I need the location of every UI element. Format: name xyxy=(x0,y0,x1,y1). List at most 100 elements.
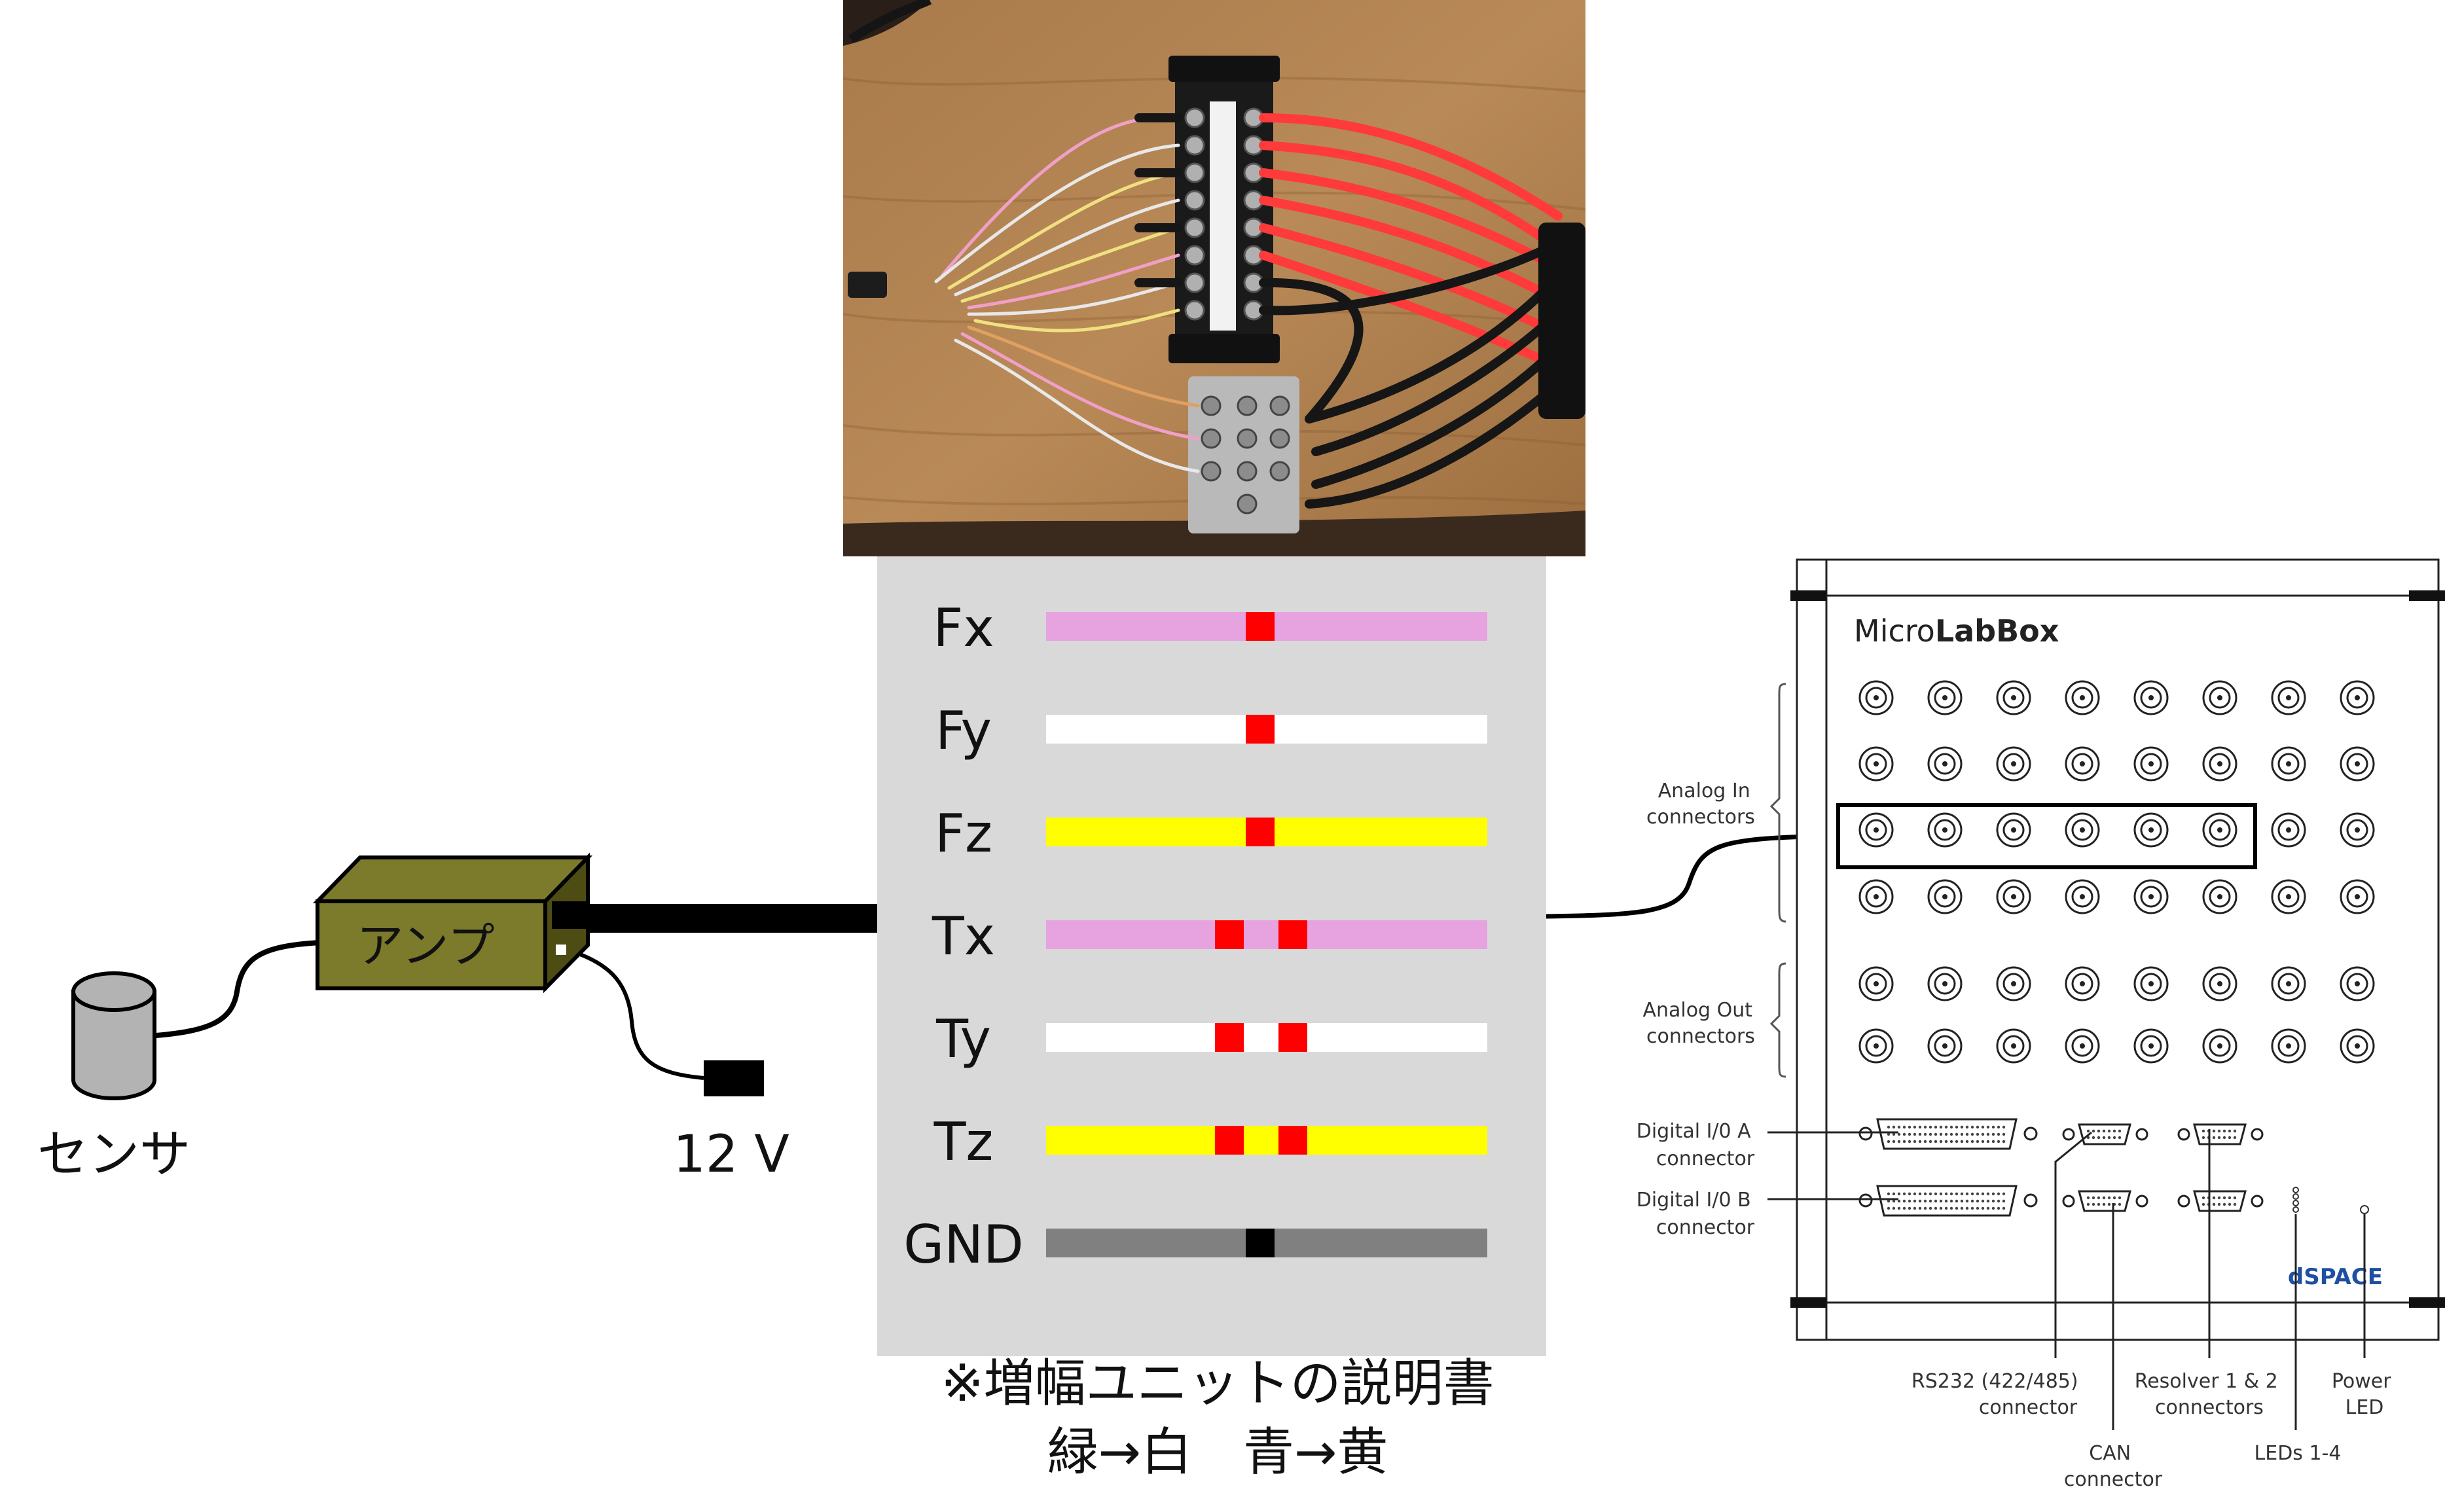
digital-io-connectors xyxy=(1858,1118,2264,1217)
resolver-2-connector xyxy=(2193,1190,2247,1212)
wire-pin-ty-1 xyxy=(1215,1023,1244,1052)
resolver-label: Resolver 1 & 2 connectors xyxy=(2135,1370,2285,1419)
bnc-connector xyxy=(2202,680,2237,715)
bnc-connector xyxy=(2271,746,2306,782)
bnc-connector xyxy=(2340,966,2375,1001)
bnc-connector xyxy=(1927,680,1963,715)
sensor-cylinder-top xyxy=(71,971,156,1012)
digital-io-b-label: Digital I/0 B connector xyxy=(1637,1189,1758,1239)
terminal-block-photo xyxy=(843,0,1585,556)
wire-bar-tx xyxy=(1046,920,1487,949)
black-stub-wires xyxy=(1134,113,1183,287)
label-leader-lines xyxy=(1767,1129,2366,1430)
bnc-connector xyxy=(2340,746,2375,782)
wire-pin-tz-2 xyxy=(1278,1126,1307,1155)
can-connector xyxy=(2078,1190,2131,1212)
bnc-connector xyxy=(1996,812,2031,848)
digital-io-a-connector xyxy=(1876,1118,2018,1150)
bnc-connector xyxy=(2271,966,2306,1001)
power-cable xyxy=(574,950,704,1080)
cable-top xyxy=(848,0,932,43)
analog-in-brace xyxy=(1769,683,1786,923)
digital-io-a-label: Digital I/0 A connector xyxy=(1637,1120,1757,1170)
bnc-connector xyxy=(2065,680,2100,715)
bnc-connector xyxy=(2340,680,2375,715)
bnc-connector xyxy=(2065,966,2100,1001)
panel-to-labbox-cable xyxy=(1546,833,1840,919)
connector-pin-dots xyxy=(1887,1125,2237,1210)
amp-label: アンプ xyxy=(357,918,495,973)
sensor-cable-end xyxy=(848,272,887,298)
rs232-connector xyxy=(2078,1123,2131,1145)
terminal-block-bottom-clip xyxy=(1168,334,1280,363)
labbox-outer-frame xyxy=(1796,558,2440,1341)
amp-output-cable xyxy=(552,904,877,933)
wire-label-gnd: GND xyxy=(903,1214,1023,1275)
wire-bar-tz xyxy=(1046,1126,1487,1155)
bnc-connector xyxy=(1927,1028,1963,1064)
analog-out-label: Analog Out connectors xyxy=(1642,999,1758,1048)
bnc-connector xyxy=(1996,746,2031,782)
bnc-connector xyxy=(2133,680,2169,715)
bnc-connector xyxy=(2202,1028,2237,1064)
bnc-connector xyxy=(2202,966,2237,1001)
bnc-connector-grid xyxy=(1858,680,2375,1064)
bnc-connector xyxy=(2133,746,2169,782)
caption-line-1: ※増幅ユニットの説明書 xyxy=(941,1354,1494,1413)
bnc-connector xyxy=(2065,746,2100,782)
wire-label-fx: Fx xyxy=(933,598,994,658)
bnc-connector xyxy=(1927,966,1963,1001)
dspace-logo: dSPACE xyxy=(2288,1264,2383,1290)
red-wires xyxy=(1259,113,1576,371)
bnc-connector xyxy=(2133,1028,2169,1064)
bnc-connector xyxy=(2271,879,2306,914)
resolver-1-connector xyxy=(2193,1123,2247,1145)
amp-power-port xyxy=(556,945,566,955)
bnc-connector xyxy=(1858,879,1894,914)
labbox-mount-tr xyxy=(2409,590,2445,601)
power-label: 12 V xyxy=(673,1125,789,1184)
bnc-connector xyxy=(2202,879,2237,914)
sensor-diagram: アンプ センサ 12 V xyxy=(37,852,877,1184)
terminal-block-small xyxy=(1188,376,1299,533)
bnc-connector xyxy=(1858,812,1894,848)
terminal-block-top-clip xyxy=(1168,56,1280,82)
amp-box-front xyxy=(316,899,547,990)
bnc-connector xyxy=(2065,879,2100,914)
terminal-screws-left xyxy=(1184,107,1205,321)
sensor-cable xyxy=(155,940,321,1038)
can-label: CAN connector xyxy=(2064,1442,2163,1491)
small-block-screws xyxy=(1201,395,1290,514)
labbox-mount-bl xyxy=(1790,1297,1826,1308)
caption-line-2: 緑→白 青→黄 xyxy=(1047,1423,1388,1482)
leds-label: LEDs 1-4 xyxy=(2255,1442,2342,1465)
analog-in-label: Analog In connectors xyxy=(1646,780,1756,829)
sensor-thin-wires xyxy=(934,115,1200,473)
bnc-connector xyxy=(2340,1028,2375,1064)
sensor-label: センサ xyxy=(37,1125,190,1184)
bnc-connector xyxy=(1927,812,1963,848)
wire-pin-fz-1 xyxy=(1246,818,1275,846)
bnc-connector xyxy=(1927,879,1963,914)
bnc-connector xyxy=(1996,879,2031,914)
wire-label-fy: Fy xyxy=(935,700,992,761)
amp-box-top xyxy=(312,855,593,903)
wire-label-ty: Ty xyxy=(935,1009,991,1070)
rs232-label: RS232 (422/485) connector xyxy=(1911,1370,2084,1419)
wire-bar-ty xyxy=(1046,1023,1487,1052)
bnc-connector xyxy=(1858,746,1894,782)
bnc-connector xyxy=(2271,812,2306,848)
bnc-connector xyxy=(1996,1028,2031,1064)
bnc-connector xyxy=(1858,680,1894,715)
terminal-label-strip xyxy=(1210,101,1236,331)
wire-label-tz: Tz xyxy=(933,1111,994,1172)
wire-pin-fy-1 xyxy=(1246,715,1275,744)
bnc-connector xyxy=(2340,879,2375,914)
analog-out-brace xyxy=(1769,962,1786,1078)
wire-panel xyxy=(877,556,1546,1356)
black-connector-right xyxy=(1538,223,1585,419)
bnc-connector xyxy=(2133,966,2169,1001)
terminal-screws-right xyxy=(1243,107,1264,321)
bnc-connector xyxy=(1858,1028,1894,1064)
